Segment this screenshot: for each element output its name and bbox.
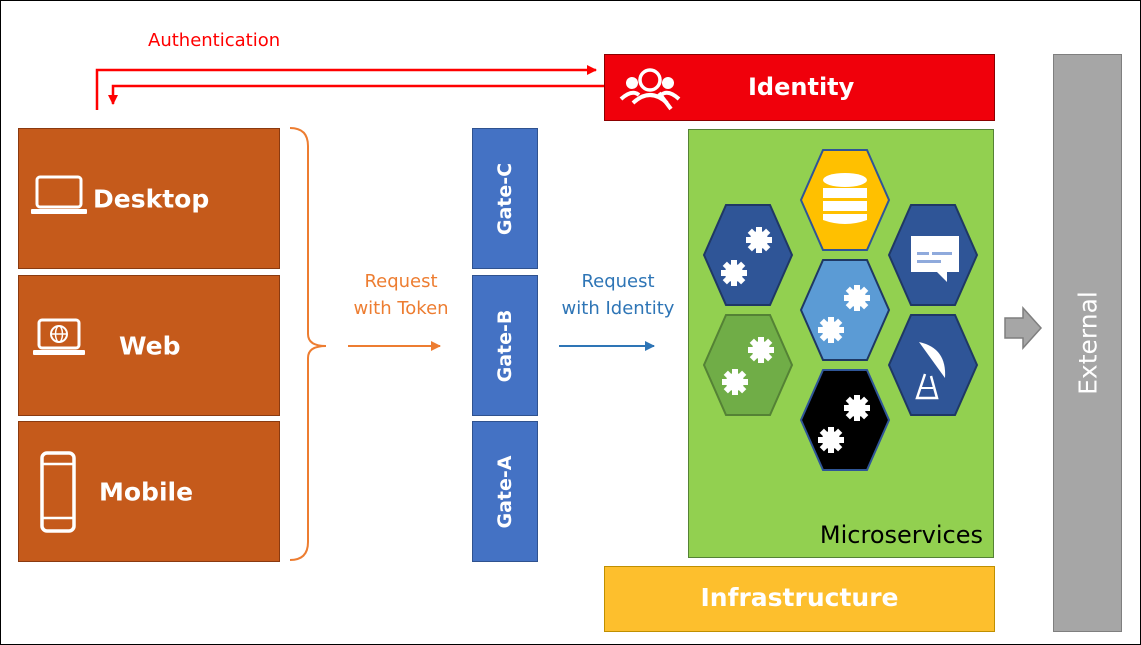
- microservices-hexagons: [702, 149, 979, 471]
- database-hexagon: [799, 149, 891, 251]
- request-with-token-line2: with Token: [353, 298, 449, 319]
- client-desktop: Desktop: [18, 128, 280, 269]
- request-with-token-line1: Request: [364, 271, 438, 292]
- microservices-box: Microservices: [688, 129, 994, 558]
- client-mobile-label: Mobile: [99, 477, 194, 506]
- chat-message-icon: [911, 236, 959, 282]
- database-icon: [823, 173, 867, 224]
- gate-a: Gate-A: [472, 421, 538, 562]
- identity-label: Identity: [748, 73, 855, 101]
- center-gears-hexagon: [799, 259, 891, 361]
- laptop-icon: [31, 175, 87, 214]
- authentication-label: Authentication: [148, 30, 281, 51]
- client-desktop-label: Desktop: [93, 184, 210, 213]
- external-box: External: [1053, 54, 1122, 632]
- satellite-dish-icon: [915, 342, 946, 400]
- request-with-identity-label: Request with Identity: [548, 268, 688, 322]
- gears-blue-hexagon: [702, 204, 794, 306]
- identity-user-search-icon: [619, 68, 681, 111]
- gate-b: Gate-B: [472, 275, 538, 416]
- infrastructure-box: Infrastructure: [604, 566, 995, 632]
- auth-arrow-out: [95, 65, 597, 110]
- external-arrow-icon: [1004, 306, 1043, 350]
- client-mobile: Mobile: [18, 421, 280, 562]
- client-web: Web: [18, 275, 280, 416]
- request-with-token-label: Request with Token: [336, 268, 466, 322]
- gate-c-label: Gate-C: [494, 162, 516, 235]
- gate-b-label: Gate-B: [494, 309, 516, 382]
- infrastructure-label: Infrastructure: [700, 583, 899, 612]
- client-web-label: Web: [119, 331, 181, 360]
- gate-c: Gate-C: [472, 128, 538, 269]
- identity-box: Identity: [604, 54, 995, 121]
- request-with-identity-line2: with Identity: [561, 298, 675, 319]
- mobile-phone-icon: [40, 451, 76, 533]
- microservices-label: Microservices: [819, 521, 983, 549]
- auth-arrow-back: [108, 84, 604, 105]
- web-laptop-icon: [33, 318, 85, 355]
- clients-bracket: [289, 127, 327, 561]
- request-with-identity-line1: Request: [581, 271, 655, 292]
- gears-green-hexagon: [702, 314, 794, 416]
- satellite-hexagon: [887, 314, 979, 416]
- gears-black-hexagon: [799, 369, 891, 471]
- external-label: External: [1073, 291, 1102, 395]
- gate-a-label: Gate-A: [494, 455, 516, 528]
